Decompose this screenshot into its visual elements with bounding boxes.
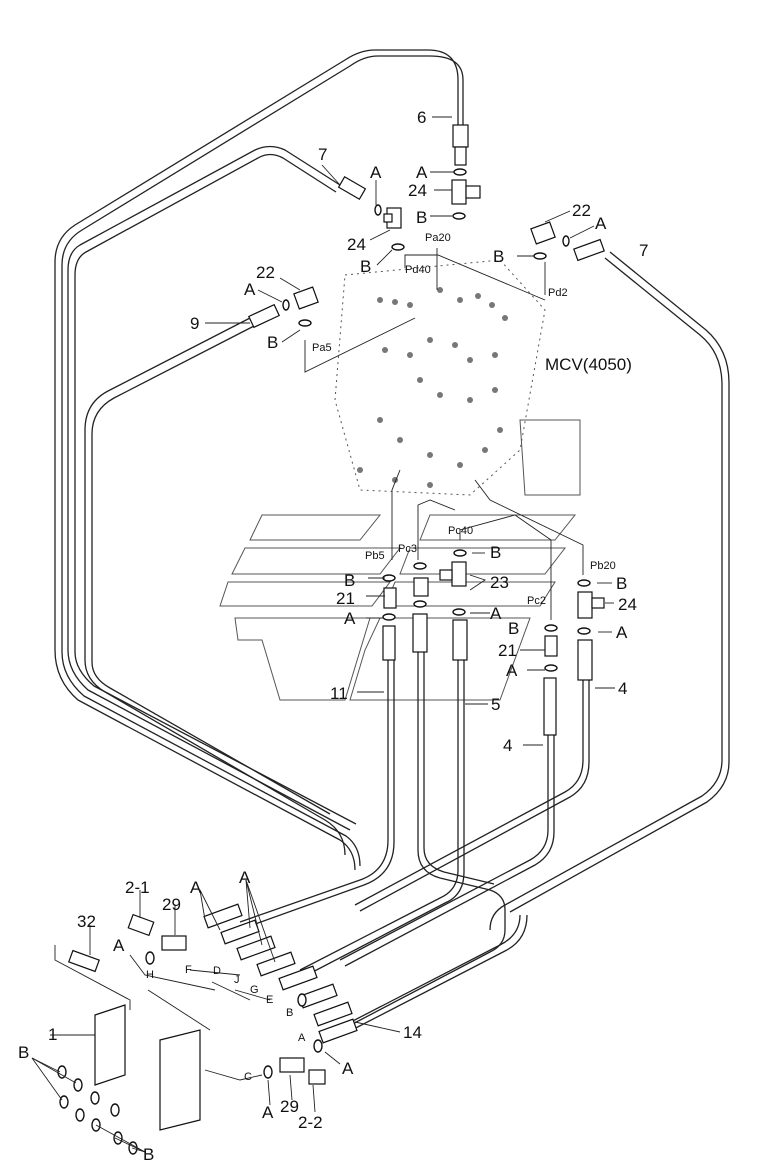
letter-a: A: [190, 878, 202, 897]
letter-a: A: [262, 1103, 274, 1122]
part-21-left-label: 21: [336, 589, 355, 608]
letter-b: B: [18, 1043, 29, 1062]
letter-h: H: [146, 969, 154, 981]
letter-a: A: [506, 661, 518, 680]
part-24-left-label: 24: [347, 235, 366, 254]
letter-a: A: [370, 163, 382, 182]
hose-4-right: [354, 680, 584, 906]
letter-b: B: [360, 257, 371, 276]
letter-b-small: B: [286, 1007, 293, 1019]
hose-9: [84, 317, 346, 856]
hose-6-outer: [54, 49, 459, 871]
part-4-right-label: 4: [618, 679, 627, 698]
port-pc3: Pc3: [398, 543, 417, 555]
hose-7-left: [67, 145, 351, 831]
part-1-label: 1: [48, 1025, 57, 1044]
part-4-center-label: 4: [503, 736, 512, 755]
letter-a: A: [244, 280, 256, 299]
hose-4-center: [339, 735, 549, 961]
part-7-right-label: 7: [639, 241, 648, 260]
letter-a-small: A: [298, 1032, 306, 1044]
port-pd40: Pd40: [405, 264, 431, 276]
letter-a: A: [595, 214, 607, 233]
hose-5: [344, 652, 506, 1029]
letter-a: A: [490, 604, 502, 623]
hoses: [54, 49, 730, 1033]
part-24-top-label: 24: [408, 181, 427, 200]
hose-11: [239, 660, 389, 923]
part-32-label: 32: [77, 912, 96, 931]
labels: MCV(4050) Pa20 Pd40 Pd2 Pa5 Pb5 Pc3 Pc40…: [18, 108, 648, 1164]
valve-label: MCV(4050): [545, 355, 632, 374]
letter-f: F: [185, 964, 192, 976]
part-2-1-label: 2-1: [125, 878, 150, 897]
letter-b: B: [344, 571, 355, 590]
letter-b: B: [493, 247, 504, 266]
letter-d: D: [213, 965, 221, 977]
part-5-label: 5: [491, 695, 500, 714]
letter-b: B: [490, 543, 501, 562]
letter-b: B: [143, 1145, 154, 1164]
hose-14: [344, 914, 521, 1026]
hose-7-right: [489, 257, 723, 931]
part-21-right-label: 21: [498, 641, 517, 660]
part-6-label: 6: [417, 108, 426, 127]
upper-fittings: [247, 124, 605, 329]
part-23-label: 23: [490, 573, 509, 592]
port-pd2: Pd2: [548, 287, 568, 299]
part-22-right-label: 22: [572, 201, 591, 220]
letter-g: G: [250, 984, 259, 996]
watermark-logo: [219, 419, 581, 701]
part-11-label: 11: [330, 684, 348, 703]
letter-a: A: [344, 609, 356, 628]
port-pa20: Pa20: [425, 232, 451, 244]
letter-c: C: [244, 1071, 252, 1083]
port-pb5: Pb5: [365, 550, 385, 562]
part-9-label: 9: [190, 314, 199, 333]
letter-b: B: [416, 208, 427, 227]
part-2-2-label: 2-2: [298, 1113, 323, 1132]
letter-b: B: [508, 619, 519, 638]
part-29-bottom-label: 29: [280, 1097, 299, 1116]
part-14-label: 14: [403, 1023, 422, 1042]
port-pc40: Pc40: [448, 525, 473, 537]
letter-b: B: [267, 333, 278, 352]
part-29-top-label: 29: [162, 895, 181, 914]
letter-b: B: [616, 574, 627, 593]
part-24-right-label: 24: [618, 595, 637, 614]
port-pc2: Pc2: [527, 595, 546, 607]
letter-a: A: [113, 936, 125, 955]
letter-j: J: [234, 974, 240, 986]
letter-a: A: [416, 163, 428, 182]
letter-e: E: [266, 994, 273, 1006]
part-7-left-label: 7: [318, 145, 327, 164]
port-pa5: Pa5: [312, 342, 332, 354]
part-22-left-label: 22: [256, 263, 275, 282]
letter-a: A: [239, 868, 251, 887]
port-pb20: Pb20: [590, 560, 616, 572]
mcv-valve-block: [334, 259, 546, 496]
leader-lines: [31, 116, 615, 1153]
letter-a: A: [616, 623, 628, 642]
letter-a: A: [342, 1059, 354, 1078]
lower-fittings: [382, 549, 605, 736]
